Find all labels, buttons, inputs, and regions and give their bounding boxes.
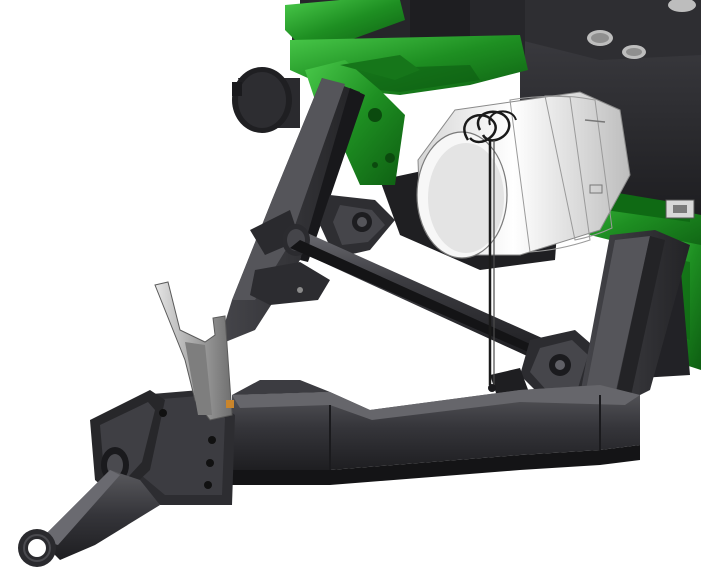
bolt-hole-icon (159, 409, 167, 417)
bolt-hole-icon (204, 481, 212, 489)
spring-icon (463, 114, 497, 144)
front-beam (232, 380, 640, 485)
accent-marker (226, 400, 234, 408)
bolt-hole-icon (385, 153, 395, 163)
bolt-hole-icon (206, 459, 214, 467)
bolt-hole-icon (208, 436, 216, 444)
axle-tube (250, 224, 580, 372)
vent-icon (668, 0, 696, 12)
axle-bracket-left (320, 195, 395, 258)
bolt-hole-icon (368, 108, 382, 122)
round-cap (232, 67, 300, 133)
clip-icon (589, 184, 603, 194)
right-frame-arm (580, 230, 690, 410)
white-canister (416, 91, 631, 385)
bolt-icon (488, 384, 496, 392)
hitch-assembly (18, 281, 235, 567)
